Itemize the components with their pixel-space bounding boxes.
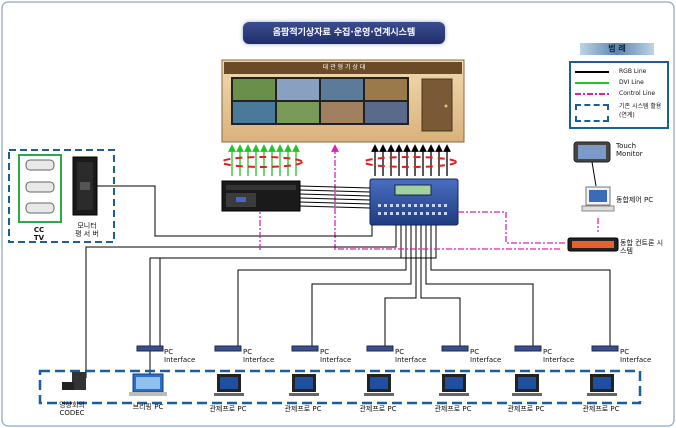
legend-label: 기존 시스템 활용 (연계) bbox=[619, 103, 662, 119]
pc-interface-label: PC Interface bbox=[164, 348, 196, 364]
pc-bus-frame bbox=[38, 369, 642, 405]
diagram-title: 옴팜적기상자료 수집·운영·연계시스템 bbox=[243, 22, 445, 44]
cctv-group bbox=[8, 149, 115, 243]
legend-label: Control Line bbox=[619, 90, 656, 97]
rgb-arrows bbox=[371, 144, 451, 176]
pc-interface-devices bbox=[136, 345, 619, 352]
forecast-pc-label: 관제프로 PC bbox=[507, 405, 545, 413]
forecast-pc-label: 관제프로 PC bbox=[434, 405, 472, 413]
matrix-switcher bbox=[369, 178, 459, 226]
legend-label: RGB Line bbox=[619, 68, 647, 75]
legend-item-dvi: DVI Line bbox=[575, 78, 665, 88]
dashed-box-sample bbox=[575, 104, 609, 122]
rgb-bundle-ring bbox=[363, 156, 457, 168]
rgb-distribution bbox=[85, 225, 611, 378]
wall-caption: 대 관 형 기 상 대 bbox=[322, 64, 366, 71]
forecast-pc-label: 관제프로 PC bbox=[582, 405, 620, 413]
control-pc bbox=[581, 186, 615, 212]
touch-cable bbox=[591, 161, 597, 187]
server-switch-cables bbox=[299, 185, 371, 209]
forecast-pc-label: 관제프로 PC bbox=[284, 405, 322, 413]
pc-interface-label: PC Interface bbox=[320, 348, 352, 364]
pc-interface-label: PC Interface bbox=[470, 348, 502, 364]
control-pc-label: 동합제어 PC bbox=[616, 196, 654, 204]
legend-item-rgb: RGB Line bbox=[575, 67, 665, 77]
forecast-pc-label: 관제프로 PC bbox=[209, 405, 247, 413]
legend-label: DVI Line bbox=[619, 79, 644, 86]
pc-interface-label: PC Interface bbox=[243, 348, 275, 364]
legend-item-existing: 기존 시스템 활용 (연계) bbox=[575, 102, 665, 122]
legend-item-control: Control Line bbox=[575, 89, 665, 99]
video-wall bbox=[221, 59, 465, 143]
cctv-label: CC TV bbox=[33, 226, 45, 242]
touch-monitor-label: Touch Monitor bbox=[616, 142, 643, 158]
forecast-pcs bbox=[214, 374, 617, 396]
touch-monitor bbox=[573, 141, 611, 163]
briefing-laptop bbox=[129, 373, 167, 396]
control-line-sample bbox=[575, 93, 609, 95]
dvi-line-sample bbox=[575, 82, 609, 84]
pc-interface-label: PC Interface bbox=[543, 348, 575, 364]
rgb-line-sample bbox=[575, 71, 609, 73]
legend-heading: 범 례 bbox=[580, 43, 654, 55]
legend-box: RGB Line DVI Line Control Line 기존 시스템 활용… bbox=[569, 61, 669, 129]
control-system-label: 동합 컨트론 시스템 bbox=[620, 239, 664, 255]
codec-label: 영상회의 CODEC bbox=[59, 401, 85, 417]
wall-controller-server bbox=[221, 180, 301, 212]
monitor-cabinet-label: 모니터 평 서 버 bbox=[75, 222, 99, 238]
pc-interface-label: PC Interface bbox=[395, 348, 427, 364]
forecast-pc-label: 관제프로 PC bbox=[359, 405, 397, 413]
pc-interface-label: PC Interface bbox=[620, 348, 652, 364]
dvi-arrows bbox=[228, 144, 300, 176]
dvi-bundle-ring bbox=[221, 156, 303, 168]
cctv-cable bbox=[97, 185, 373, 237]
control-lines bbox=[259, 211, 599, 250]
control-system bbox=[567, 237, 619, 252]
codec bbox=[62, 372, 86, 390]
briefing-pc-label: 브리핑 PC bbox=[132, 403, 164, 411]
